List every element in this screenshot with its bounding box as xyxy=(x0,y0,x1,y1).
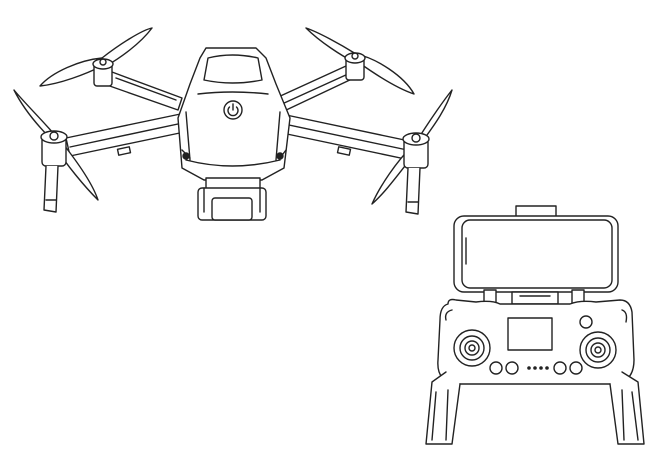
front-right-propeller xyxy=(371,89,453,215)
right-front-sensor xyxy=(276,152,284,160)
left-control-stick xyxy=(453,329,491,367)
top-right-button xyxy=(579,315,593,329)
left-grip xyxy=(425,371,461,445)
front-arms xyxy=(65,111,415,161)
front-left-landing-leg xyxy=(43,165,59,213)
front-right-landing-leg xyxy=(405,167,421,215)
power-button-icon xyxy=(223,100,243,120)
camera-lens xyxy=(211,197,253,221)
rear-right-propeller xyxy=(305,27,415,95)
drone-icon xyxy=(13,27,453,221)
remote-controller-icon xyxy=(425,205,645,445)
controller-display-screen xyxy=(507,317,553,351)
right-grip xyxy=(609,371,645,445)
rear-left-propeller xyxy=(39,27,153,87)
left-front-sensor xyxy=(182,152,190,160)
controller-buttons xyxy=(489,361,583,375)
smartphone-screen xyxy=(461,219,613,289)
smartphone-icon xyxy=(453,215,619,293)
right-control-stick xyxy=(579,331,617,369)
camera-gimbal xyxy=(197,177,267,221)
indicator-leds xyxy=(527,366,549,370)
front-left-propeller xyxy=(13,89,99,213)
